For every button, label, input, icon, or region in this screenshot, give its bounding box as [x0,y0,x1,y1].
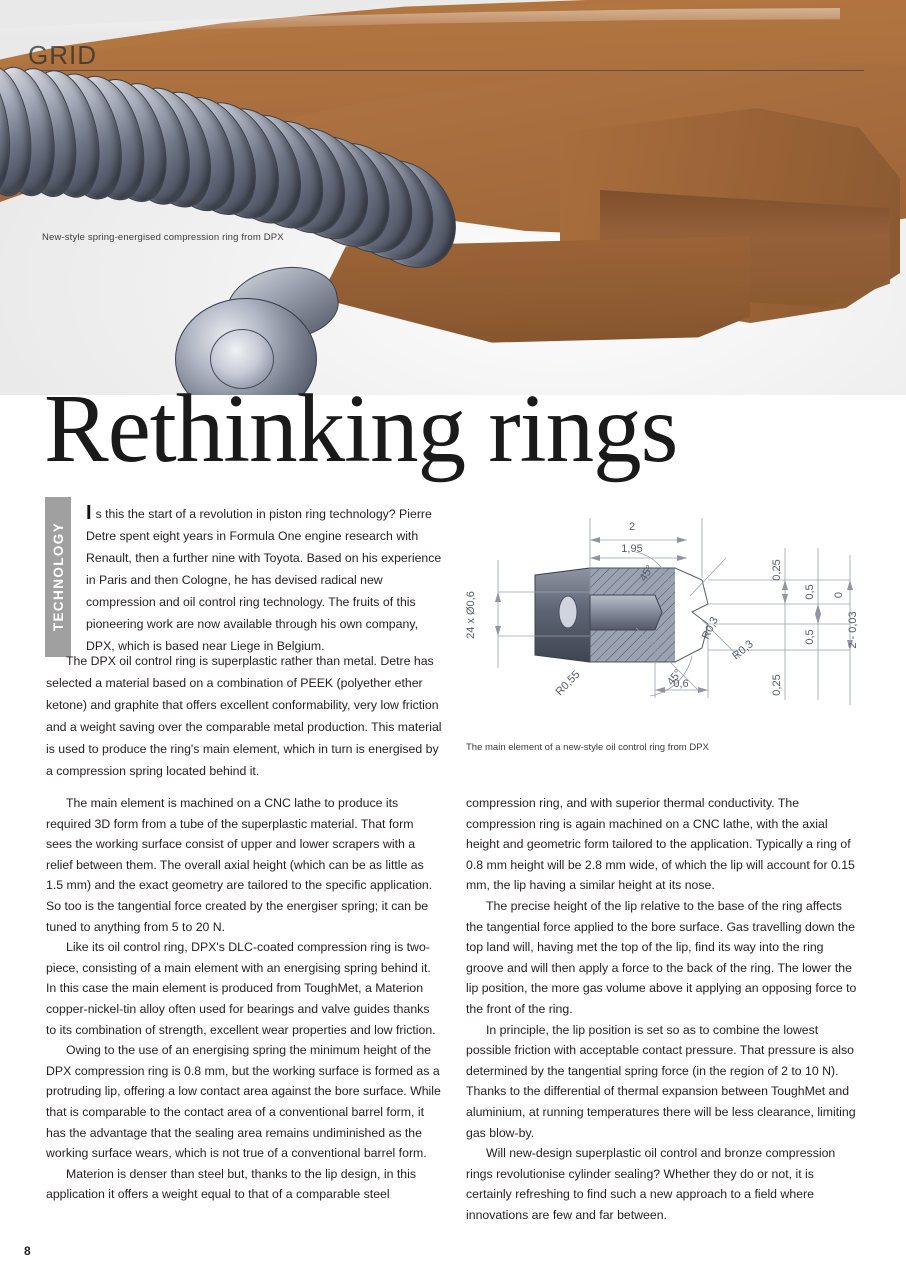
intro-wide-text: The DPX oil control ring is superplastic… [46,654,442,778]
intro-text: s this the start of a revolution in pist… [86,507,442,653]
cad-svg: 2 1,95 45° 45° 24 x Ø0,6 R0,55 R0,3 R0,3… [465,518,859,705]
cad-caption: The main element of a new-style oil cont… [466,742,709,753]
page-title: Rethinking rings [44,375,678,482]
paragraph: Will new-design superplastic oil control… [466,1146,836,1222]
dim-tolerance-value: 2 - 0,03 [847,611,859,648]
body-column-right: compression ring, and with superior ther… [466,793,862,1225]
dim-radius-groove-upper: R0,3 [700,615,721,641]
dim-scraper-bottom: 0,25 [771,674,783,695]
paragraph: Like its oil control ring, DPX's DLC-coa… [46,940,436,1037]
hero-image: GRID New-style spring-energised compress… [0,0,906,395]
dim-radius-large: R0,55 [554,669,583,698]
paragraph: compression ring, and with superior ther… [466,796,855,893]
cad-technical-drawing: 2 1,95 45° 45° 24 x Ø0,6 R0,55 R0,3 R0,3… [440,500,870,730]
dim-inner-width: 1,95 [621,543,642,555]
paragraph: Owing to the use of an energising spring… [46,1043,441,1161]
section-tab-label: TECHNOLOGY [51,521,66,632]
paragraph: In principle, the lip position is set so… [466,1022,856,1140]
dim-relief-upper: 0,5 [804,584,816,599]
dim-scraper-top: 0,25 [771,559,783,580]
paragraph: Materion is denser than steel but, thank… [46,1166,416,1202]
dim-groove-width: 0,6 [673,678,688,690]
dim-hole-callout: 24 x Ø0,6 [465,591,477,639]
paragraph: The main element is machined on a CNC la… [46,796,433,934]
body-column-left: The main element is machined on a CNC la… [46,793,442,1205]
hero-caption: New-style spring-energised compression r… [42,232,284,243]
dim-relief-lower: 0,5 [804,629,816,644]
coil-spring [0,58,570,395]
dim-radius-groove-lower: R0,3 [730,638,756,662]
intro-wide-paragraph: The DPX oil control ring is superplastic… [46,650,442,782]
page-number: 8 [24,1244,31,1258]
masthead-logo: GRID [28,40,97,70]
paragraph: The precise height of the lip relative t… [466,898,857,1016]
dim-tolerance-upper: 0 [833,592,845,598]
section-tab-technology: TECHNOLOGY [45,497,71,657]
header-rule [28,70,864,71]
drop-cap: I [86,502,92,524]
dim-overall-width: 2 [629,521,635,533]
